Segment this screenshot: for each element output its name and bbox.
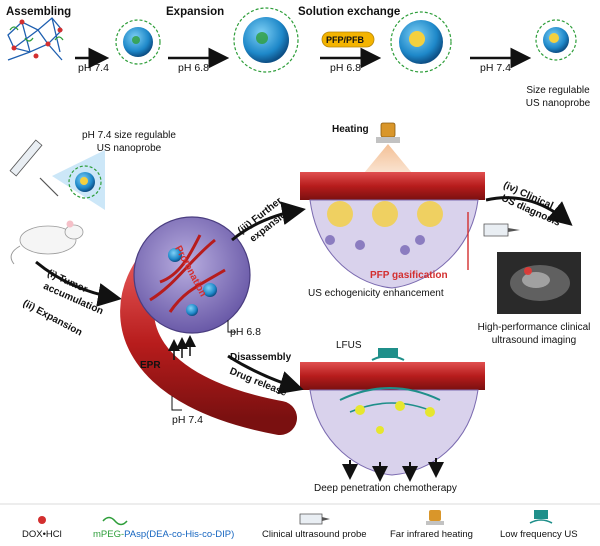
- tumor-mass: [133, 216, 251, 334]
- disassembly-label: Disassembly: [230, 352, 292, 363]
- polymer-network: [7, 17, 64, 61]
- legend-probe-label: Clinical ultrasound probe: [262, 529, 367, 540]
- lower-tissue: [309, 387, 479, 476]
- epr-label: EPR: [140, 360, 161, 371]
- probe-label-line1: pH 7.4 size regulable: [82, 130, 176, 141]
- nanoparticle-assembled: [115, 19, 161, 65]
- mouse-icon: [10, 220, 84, 265]
- chemotherapy-caption: Deep penetration chemotherapy: [314, 483, 457, 494]
- delivery-arrow: [35, 260, 122, 307]
- nanoparticle-probe: [68, 165, 102, 199]
- legend-polymer-prefix: mPEG-: [93, 529, 125, 540]
- ph-tumor-pointer: [227, 320, 236, 333]
- nanoparticle-expanded: [233, 7, 299, 73]
- lfus-transducer-icon: [371, 348, 405, 361]
- penetration-arrows: [342, 458, 444, 482]
- legend-heating-label: Far infrared heating: [390, 529, 473, 540]
- epr-arrows: [168, 335, 196, 360]
- gas-pill: [321, 31, 375, 48]
- upper-tissue: [309, 199, 479, 289]
- ultrasound-image: [497, 252, 581, 314]
- final-label-line2: US nanoprobe: [525, 98, 591, 109]
- ph-label-expansion: pH 6.8: [178, 62, 209, 74]
- ph-label-exchange: pH 6.8: [330, 62, 361, 74]
- legend-polymer-rest: PAsp(DEA-co-His-co-DIP): [124, 529, 235, 540]
- legend-dox-label: DOX•HCl: [22, 529, 62, 540]
- syringe-icon: [9, 139, 59, 197]
- ph-tumor-label: pH 6.8: [230, 326, 261, 338]
- echogenicity-caption: US echogenicity enhancement: [308, 288, 444, 299]
- lfus-label: LFUS: [336, 340, 362, 351]
- legend-heating-icon: [426, 510, 444, 525]
- ultrasound-probe-icon: [483, 223, 520, 237]
- ph-blood-label: pH 7.4: [172, 414, 203, 426]
- stage-label-assembling: Assembling: [6, 6, 72, 18]
- ph-label-final: pH 7.4: [480, 62, 511, 74]
- lower-vessel: [300, 362, 485, 390]
- gasification-label: PFP gasification: [370, 270, 448, 281]
- stage-label-solution-exchange: Solution exchange: [298, 6, 401, 18]
- nanoparticle-final: [535, 19, 577, 61]
- ph-label-assembling: pH 7.4: [78, 62, 109, 74]
- drug-release-arrow: [227, 354, 304, 395]
- upper-vessel: [300, 172, 485, 200]
- ph-blood-pointer: [171, 396, 182, 411]
- legend-lfus-label: Low frequency US: [500, 529, 578, 540]
- stage-label-expansion: Expansion: [166, 6, 225, 18]
- legend-lfus-icon: [529, 510, 553, 524]
- imaging-caption-line1: High-performance clinical: [477, 322, 591, 333]
- legend-polymer-icon: [102, 516, 128, 526]
- further-expansion-arrow: [231, 201, 306, 242]
- final-label-line1: Size regulable: [526, 85, 590, 96]
- imaging-caption-line2: ultrasound imaging: [491, 335, 577, 346]
- legend-polymer-label: mPEG-PAsp(DEA-co-His-co-DIP): [93, 529, 234, 541]
- legend-probe-icon: [299, 513, 330, 525]
- nanoparticle-gas-loaded: [390, 11, 452, 73]
- probe-label-line2: US nanoprobe: [96, 143, 162, 154]
- heater-icon: [376, 122, 400, 143]
- heating-label: Heating: [332, 124, 369, 135]
- diagnosis-arrow: [485, 196, 573, 226]
- gas-pill-label: PFP/PFB: [326, 35, 365, 45]
- legend-dox-icon: [38, 516, 46, 524]
